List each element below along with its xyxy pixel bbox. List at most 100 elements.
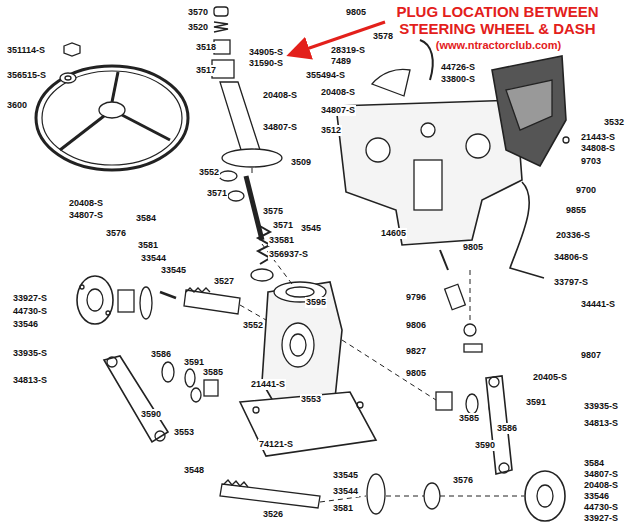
drawing-part [36,66,188,170]
callout-number: 3600 [6,100,28,111]
drawing-part [421,123,435,137]
drawing-part [106,311,110,315]
callout-number: 9805 [405,368,427,379]
callout-number: 33581 [268,235,295,246]
callout-number: 44726-S [440,62,476,73]
drawing-part [466,134,490,158]
callout-number: 3517 [195,65,217,76]
drawing-part [65,76,71,80]
drawing-part [122,115,170,140]
drawing-part [440,250,448,270]
callout-number: 20336-S [555,230,591,241]
drawing-part [228,191,244,201]
callout-number: 3581 [137,240,159,251]
callout-number: 21441-S [250,379,286,390]
callout-number: 33546 [12,319,39,330]
callout-number: 33935-S [583,401,619,412]
callout-number: 44730-S [12,306,48,317]
drawing-part [563,137,569,143]
callout-number: 9805 [345,7,367,18]
drawing-part [155,431,165,441]
drawing-part [464,324,476,336]
drawing-part [140,287,152,319]
drawing-part [252,168,253,176]
drawing-part [466,394,478,414]
callout-number: 3584 [583,458,605,469]
callout-number: 3591 [525,397,547,408]
callout-number: 3586 [496,423,518,434]
drawing-part [107,357,117,367]
drawing-part [160,292,176,298]
callout-number: 34807-S [320,105,356,116]
drawing-part [64,43,80,56]
callout-number: 20408-S [262,90,298,101]
drawing-part [219,171,237,181]
callout-number: 3585 [202,367,224,378]
callout-number: 20408-S [320,87,356,98]
callout-number: 3590 [474,440,496,451]
callout-number: 34807-S [583,469,619,480]
drawing-part [251,269,273,281]
callout-number: 34807-S [68,210,104,221]
drawing-part [420,40,433,80]
callout-number: 33544 [332,486,359,497]
drawing-part [286,287,314,297]
drawing-part [191,388,201,402]
drawing-part [220,82,260,153]
callout-number: 9796 [405,292,427,303]
drawing-part [440,496,524,497]
drawing-part [186,288,210,292]
drawing-part [436,392,452,410]
callout-number: 9807 [580,350,602,361]
callout-number: 3552 [242,320,264,331]
drawing-part [185,369,195,387]
callout-number: 34808-S [580,143,616,154]
drawing-part [77,276,113,324]
drawing-part [336,100,522,245]
drawing-part [506,80,552,130]
callout-number: 20408-S [68,198,104,209]
drawing-part [499,463,509,473]
callout-number: 3553 [300,394,322,405]
callout-number: 33800-S [440,74,476,85]
callout-number: 3576 [452,475,474,486]
drawing-part [42,71,182,165]
drawing-part [537,485,553,507]
callout-number: 3571 [272,220,294,231]
drawing-part [525,471,565,521]
callout-number: 9703 [580,156,602,167]
callout-number: 3581 [332,503,354,514]
drawing-part [445,284,466,309]
drawing-part [184,290,240,314]
drawing-part [464,344,482,352]
callout-number: 20408-S [583,480,619,491]
callout-number: 3532 [603,117,625,128]
callout-number: 7489 [330,56,352,67]
callout-number: 44730-S [583,502,619,513]
callout-number: 355494-S [305,70,346,81]
drawing-part [87,289,103,311]
drawing-part [240,392,376,456]
drawing-part [290,334,306,356]
drawing-part [366,138,390,162]
drawing-part [224,480,248,487]
drawing-part [204,380,218,396]
callout-number: 9806 [405,320,427,331]
drawing-part [489,377,499,387]
drawing-part [367,474,385,514]
website-note: (www.ntractorclub.com) [370,40,627,51]
callout-number: 3586 [150,349,172,360]
callout-number: 33546 [583,491,610,502]
callout-number: 34806-S [553,252,589,263]
callout-number: 33545 [332,470,359,481]
callout-number: 21443-S [580,132,616,143]
callout-number: 3527 [213,276,235,287]
callout-number: 33797-S [553,277,589,288]
callout-number: 28319-S [330,45,366,56]
drawing-part [470,270,471,324]
callout-number: 33927-S [12,293,48,304]
drawing-part [282,323,314,367]
drawing-part [104,356,168,442]
callout-number: 3584 [135,213,157,224]
drawing-part [80,285,84,289]
